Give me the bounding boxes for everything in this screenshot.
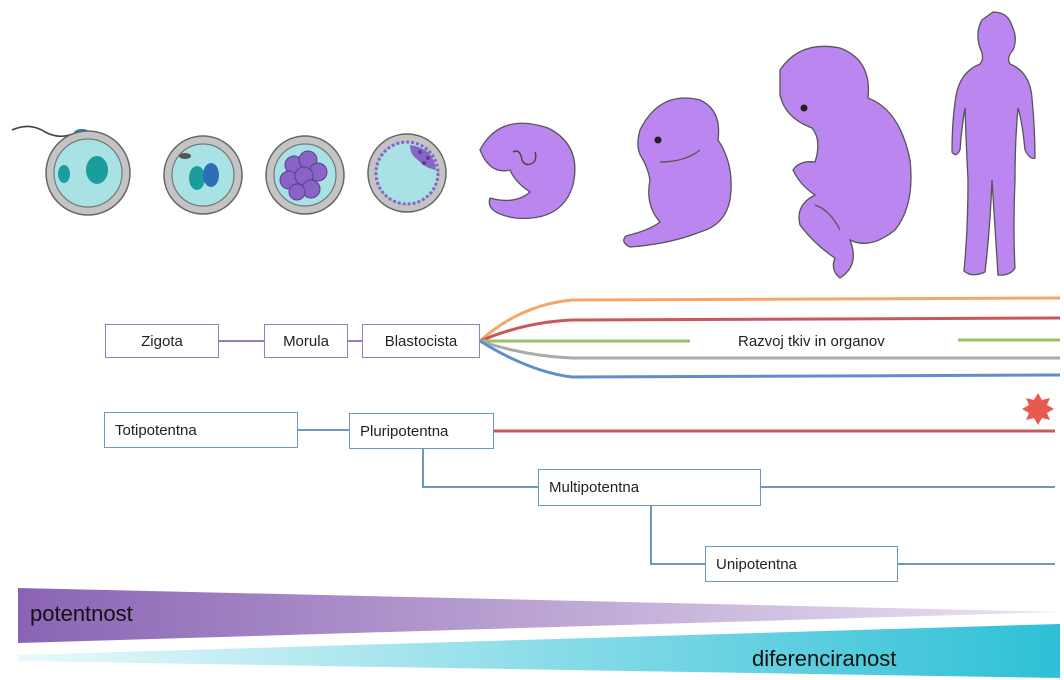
blastocyst-illustration <box>368 134 446 212</box>
morula-illustration <box>266 136 344 214</box>
zygote-box: Zigota <box>105 324 219 358</box>
blastocyst-label: Blastocista <box>385 334 458 349</box>
morula-box: Morula <box>264 324 348 358</box>
totipotent-label: Totipotentna <box>115 423 197 438</box>
tissue-development-label: Razvoj tkiv in organov <box>738 333 885 350</box>
unipotent-label: Unipotentna <box>716 557 797 572</box>
pluri-multi-connector <box>423 448 538 487</box>
fetus-small-illustration <box>624 98 731 247</box>
multi-uni-connector <box>651 506 705 564</box>
totipotent-box: Totipotentna <box>104 412 298 448</box>
pluripotent-label: Pluripotentna <box>360 424 448 439</box>
morula-label: Morula <box>283 334 329 349</box>
adult-silhouette-illustration <box>952 12 1035 275</box>
differentiation-label: diferenciranost <box>752 646 896 672</box>
zygote-label: Zigota <box>141 334 183 349</box>
fetus-large-illustration <box>780 46 911 278</box>
multipotent-box: Multipotentna <box>538 469 761 506</box>
pluripotent-box: Pluripotentna <box>349 413 494 449</box>
multipotent-label: Multipotentna <box>549 480 639 495</box>
potency-label: potentnost <box>30 601 133 627</box>
early-embryo-illustration <box>480 123 575 218</box>
egg-with-sperm-illustration <box>12 126 130 215</box>
tumor-marker-icon <box>1022 393 1054 425</box>
blastocyst-box: Blastocista <box>362 324 480 358</box>
zygote-illustration <box>164 136 242 214</box>
unipotent-box: Unipotentna <box>705 546 898 582</box>
